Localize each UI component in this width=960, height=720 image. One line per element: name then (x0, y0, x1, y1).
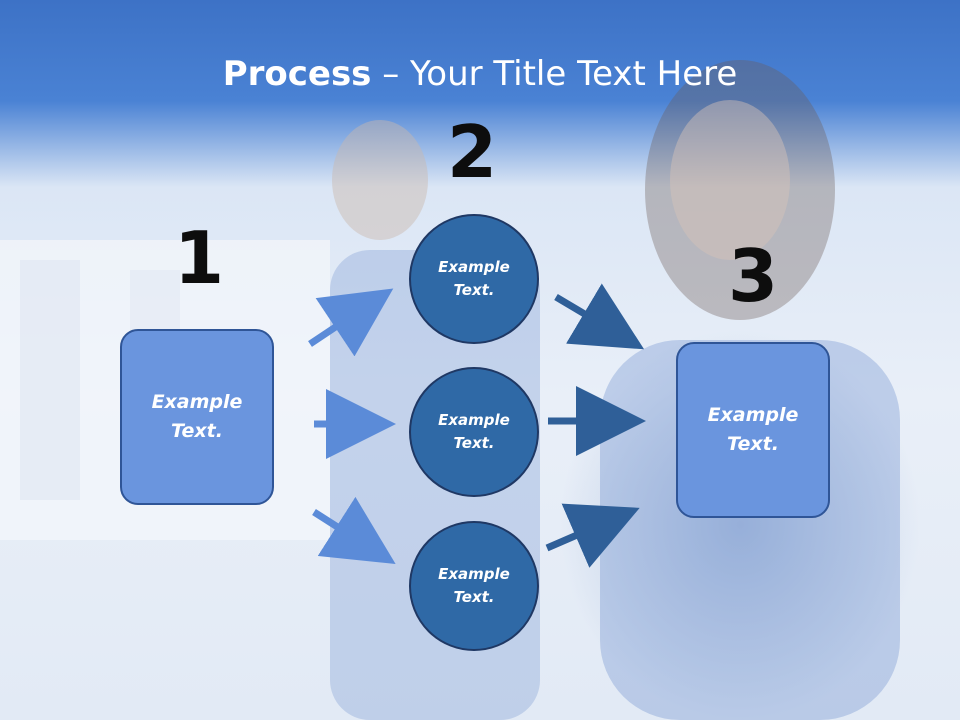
step-1-number: 1 (173, 216, 225, 300)
step-2-number: 2 (446, 110, 498, 194)
step-1-box[interactable]: Example Text. (120, 329, 274, 505)
step-2-circle-bottom[interactable]: Example Text. (409, 521, 539, 651)
title-rest: – Your Title Text Here (371, 54, 738, 94)
slide-title: Process – Your Title Text Here (0, 52, 960, 96)
step-3-label: Example Text. (707, 404, 799, 455)
arrow-1-to-top (308, 288, 394, 357)
arrow-top-to-3 (554, 283, 645, 350)
step-2-label-middle: Example Text. (438, 411, 510, 452)
arrow-bottom-to-3 (545, 503, 640, 568)
step-2-label-bottom: Example Text. (438, 565, 510, 606)
arrow-1-to-bottom (312, 496, 396, 565)
step-2-label-top: Example Text. (438, 258, 510, 299)
step-2-circle-middle[interactable]: Example Text. (409, 367, 539, 497)
step-3-box[interactable]: Example Text. (676, 342, 830, 518)
step-2-circle-top[interactable]: Example Text. (409, 214, 539, 344)
step-3-number: 3 (727, 234, 779, 318)
title-bold: Process (222, 54, 372, 94)
step-1-label: Example Text. (151, 391, 243, 442)
